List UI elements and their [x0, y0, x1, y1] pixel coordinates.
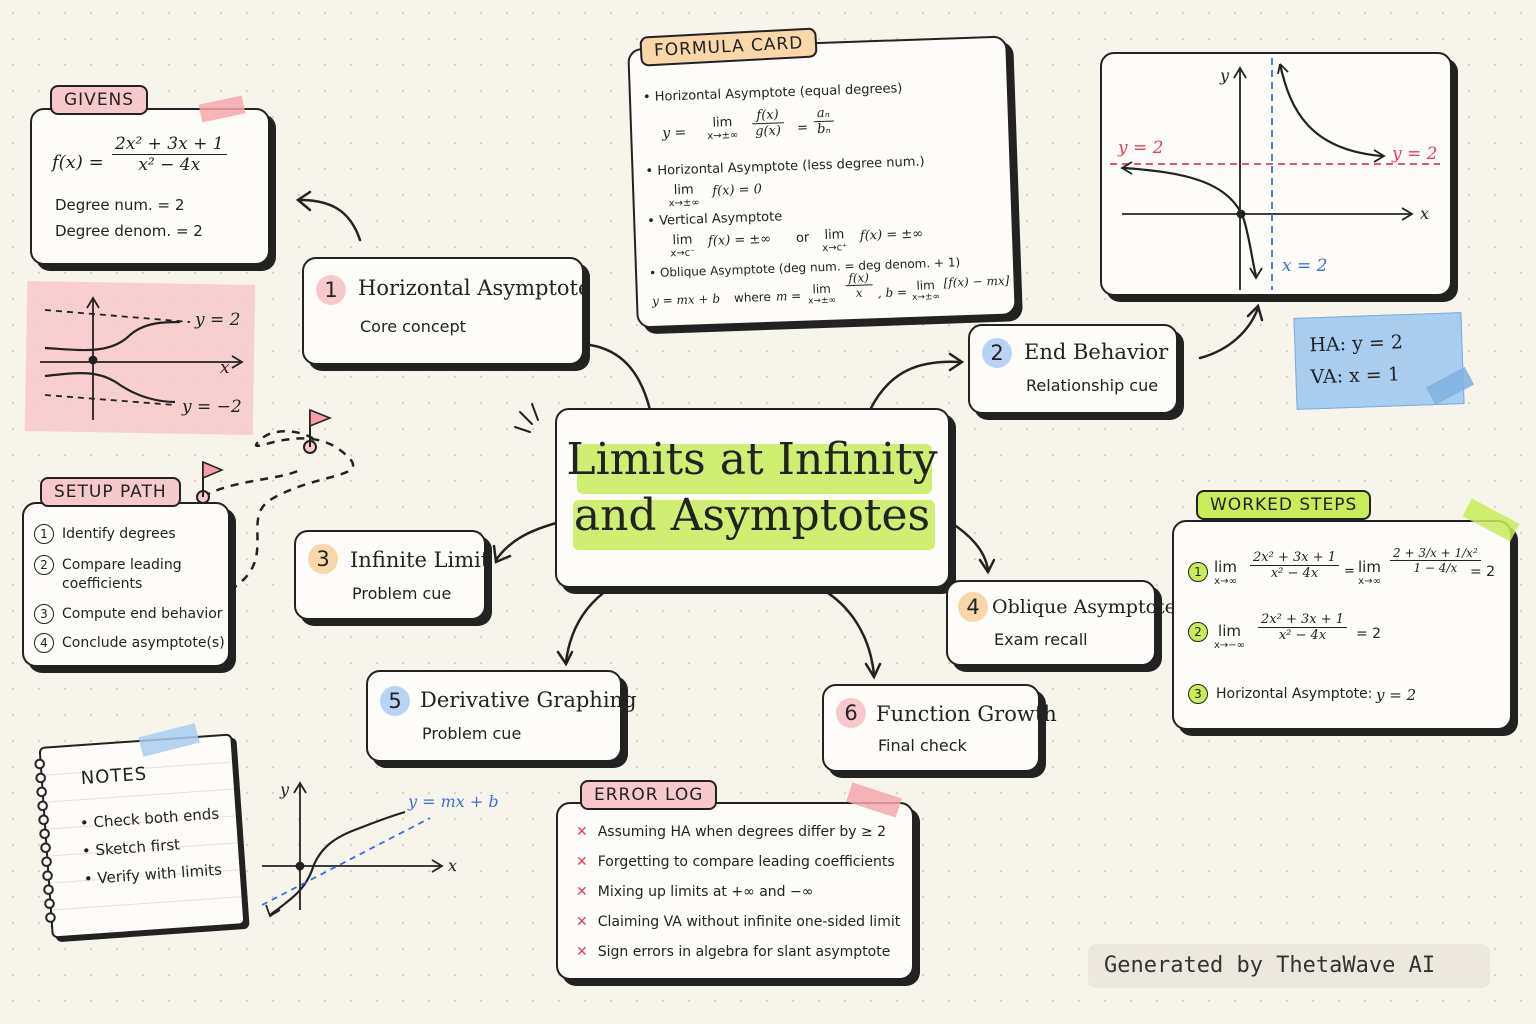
setup-path-tag: SETUP PATH: [40, 477, 181, 507]
node-title: End Behavior: [1024, 340, 1169, 364]
watermark-text: Generated by ThetaWave AI: [1104, 953, 1436, 978]
central-title-line-1: Limits at Infinity: [566, 434, 938, 485]
arrow-3-head: [492, 544, 512, 564]
oblique-x-label: x: [448, 856, 458, 875]
arrow-6-head: [864, 662, 882, 680]
graph-x-label: x: [1420, 204, 1430, 223]
node-function-growth[interactable]: 6 Function Growth Final check: [822, 684, 1057, 772]
givens-degree-den: Degree denom. = 2: [55, 222, 203, 240]
error-item-2: ✕Forgetting to compare leading coefficie…: [576, 854, 895, 870]
setup-path: [229, 430, 355, 592]
givens-denominator: x² − 4x: [138, 155, 201, 175]
setup-step-2-cont: coefficients: [62, 576, 143, 592]
graph-right-ha-label: y = 2: [1392, 144, 1438, 164]
node-title: Oblique Asymptote: [992, 596, 1176, 618]
worked-step-1: 1: [1188, 562, 1216, 582]
node-subtitle: Exam recall: [994, 630, 1088, 649]
node-subtitle: Core concept: [360, 317, 466, 336]
error-item-1: ✕Assuming HA when degrees differ by ≥ 2: [576, 824, 887, 840]
worked-step-3-result: y = 2: [1376, 686, 1417, 704]
node-number: 2: [982, 338, 1012, 368]
node-derivative-graphing[interactable]: 5 Derivative Graphing Problem cue: [366, 670, 637, 762]
arrow-2-head: [948, 352, 965, 372]
mini-graph-x-label: x: [220, 358, 230, 378]
asymptote-graph-card: [1100, 52, 1452, 296]
node-oblique-asymptote[interactable]: 4 Oblique Asymptote Exam recall: [946, 580, 1176, 666]
error-item-4: ✕Claiming VA without infinite one-sided …: [576, 914, 901, 930]
oblique-line-label: y = mx + b: [408, 792, 499, 811]
connector-2: [868, 360, 962, 412]
node-infinite-limit[interactable]: 3 Infinite Limit Problem cue: [294, 530, 490, 620]
graph-left-ha-label: y = 2: [1118, 138, 1164, 158]
node-subtitle: Final check: [878, 736, 967, 755]
watermark: Generated by ThetaWave AI: [1088, 944, 1490, 988]
node-subtitle: Problem cue: [352, 584, 452, 603]
givens-degree-num: Degree num. = 2: [55, 196, 185, 214]
error-item-3: ✕Mixing up limits at +∞ and −∞: [576, 884, 814, 900]
node-title: Horizontal Asymptote: [358, 276, 591, 300]
connector-1: [588, 343, 652, 412]
node-horizontal-asymptote[interactable]: 1 Horizontal Asymptote Core concept: [302, 257, 590, 365]
sticky-va: VA: x = 1: [1310, 363, 1401, 389]
node-number: 3: [308, 544, 338, 574]
givens-card: [30, 108, 270, 265]
node-subtitle: Problem cue: [422, 724, 522, 743]
sticky-ha: HA: y = 2: [1309, 331, 1404, 357]
connector-3: [494, 520, 562, 562]
arrow-4-head: [978, 558, 996, 575]
arrow-givens: [298, 198, 362, 242]
givens-numerator: 2x² + 3x + 1: [112, 134, 227, 155]
node-end-behavior[interactable]: 2 End Behavior Relationship cue: [968, 324, 1178, 414]
node-number: 1: [316, 275, 346, 305]
central-title-line-2: and Asymptotes: [573, 490, 931, 541]
mini-graph-bottom-label: y = −2: [182, 397, 242, 417]
node-title: Function Growth: [876, 702, 1057, 726]
graph-va-label: x = 2: [1282, 256, 1328, 276]
mini-graph-top-label: y = 2: [195, 310, 241, 330]
error-log-tag: ERROR LOG: [580, 780, 718, 810]
node-number: 4: [958, 592, 988, 622]
arrow-5-head: [556, 650, 574, 667]
error-log-card: ✕Assuming HA when degrees differ by ≥ 2 …: [556, 802, 914, 980]
node-number: 6: [836, 698, 866, 728]
arrow-graph: [1198, 306, 1260, 360]
node-title: Derivative Graphing: [420, 688, 637, 712]
connector-5: [564, 586, 612, 664]
node-subtitle: Relationship cue: [1026, 376, 1159, 395]
givens-fx: f(x) =: [52, 152, 104, 173]
connector-4: [948, 520, 990, 572]
worked-step-2: 2: [1188, 622, 1216, 642]
givens-tag: GIVENS: [50, 85, 149, 115]
error-item-5: ✕Sign errors in algebra for slant asympt…: [576, 944, 891, 960]
connector-6: [818, 586, 876, 677]
oblique-y-label: y: [280, 780, 290, 799]
flag-icons: [196, 408, 333, 504]
worked-steps-tag: WORKED STEPS: [1196, 490, 1372, 520]
central-topic: Limits at Infinity and Asymptotes: [555, 408, 950, 588]
graph-y-label: y: [1220, 66, 1230, 85]
setup-path-card: [22, 502, 230, 667]
node-number: 5: [380, 686, 410, 716]
node-title: Infinite Limit: [350, 548, 490, 572]
